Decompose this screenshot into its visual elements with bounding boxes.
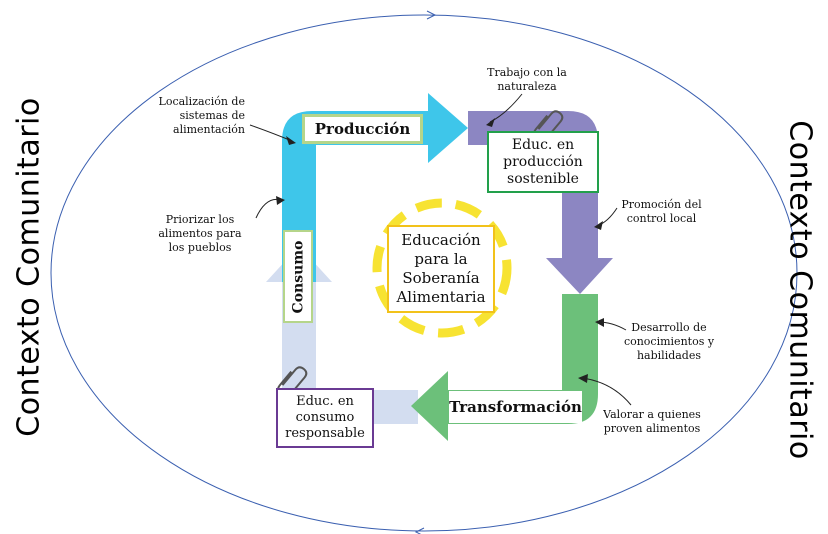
center-dashed-ring	[372, 198, 512, 338]
context-label-left: Contexto Comunitario	[11, 97, 47, 437]
note-valorar: Valorar a quienes proven alimentos	[603, 408, 701, 435]
note-priorizar: Priorizar los alimentos para los pueblos	[158, 213, 242, 254]
arrowhead-promocion	[594, 221, 603, 230]
arrowhead-priorizar	[276, 196, 285, 205]
note-desarrollo: Desarrollo de conocimientos y habilidade…	[623, 321, 715, 362]
produccion-label: Producción	[302, 114, 423, 144]
arrowhead-trabajo	[486, 118, 495, 127]
educ-produccion-box: Educ. en producción sostenible	[487, 131, 599, 193]
arrowhead-valorar	[578, 374, 588, 383]
note-promocion: Promoción del control local	[621, 198, 702, 225]
educ-consumo-box: Educ. en consumo responsable	[276, 388, 374, 448]
consumo-label: Consumo	[290, 240, 306, 313]
ellipse-arrow-bottom	[414, 527, 425, 534]
note-localizacion: Localización de sistemas de alimentación	[158, 95, 245, 136]
ellipse-arrow-top	[426, 10, 437, 20]
transformacion-label: Transformación	[449, 391, 582, 423]
context-label-right: Contexto Comunitario	[782, 120, 818, 460]
consumo-label-box: Consumo	[283, 230, 313, 323]
note-trabajo: Trabajo con la naturaleza	[487, 66, 567, 93]
arrowhead-desarrollo	[595, 318, 604, 327]
community-ellipse	[50, 14, 798, 532]
center-title: Educación para la Soberanía Alimentaria	[387, 225, 495, 313]
arrowhead-localizacion	[286, 136, 296, 145]
